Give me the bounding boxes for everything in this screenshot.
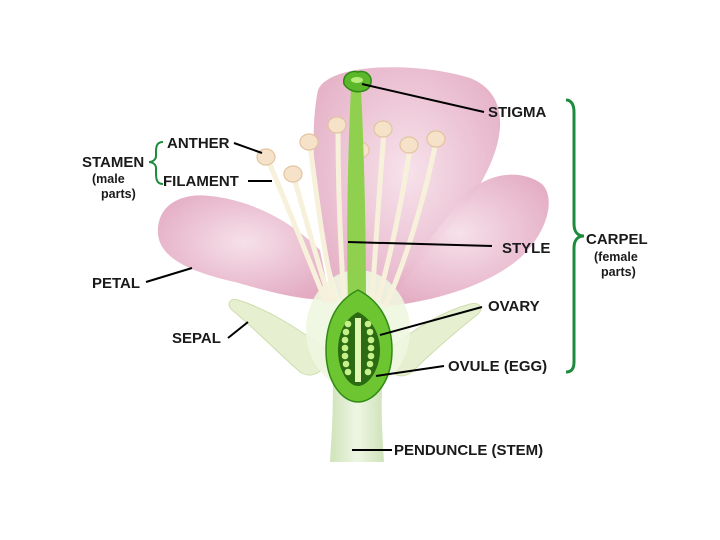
stamen-note-line-2: parts) [101, 187, 136, 201]
petal-label: PETAL [92, 275, 140, 292]
left-petal [157, 195, 330, 300]
ovules [341, 318, 375, 382]
anther-7 [399, 136, 419, 154]
leader-lines [145, 83, 493, 451]
sepal-label: SEPAL [172, 330, 221, 347]
style-label: STYLE [502, 240, 550, 257]
anther-4 [327, 116, 347, 134]
filament-label: FILAMENT [163, 173, 239, 190]
carpel-label: CARPEL [586, 231, 648, 248]
right-petal [370, 174, 549, 306]
left-sepal [228, 299, 331, 376]
stigma-label: STIGMA [488, 104, 546, 121]
carpel-note-line-2: parts) [601, 265, 636, 279]
ovule-label: OVULE (EGG) [448, 358, 547, 375]
style [347, 88, 366, 300]
stamen-brace [148, 141, 164, 185]
ovary-label: OVARY [488, 298, 540, 315]
stamen-note-line-1: (male [92, 172, 125, 186]
stamen-label: STAMEN [82, 154, 144, 171]
peduncle-label: PENDUNCLE (STEM) [394, 442, 543, 459]
anther-3 [299, 133, 319, 151]
anthers [256, 116, 446, 183]
carpel-note-line-1: (female [594, 250, 638, 264]
carpel-bracket [565, 98, 585, 374]
anther-2 [283, 165, 303, 183]
anther-8 [426, 130, 446, 148]
anther-label: ANTHER [167, 135, 230, 152]
anther-5 [373, 120, 393, 138]
right-sepal [385, 303, 482, 377]
